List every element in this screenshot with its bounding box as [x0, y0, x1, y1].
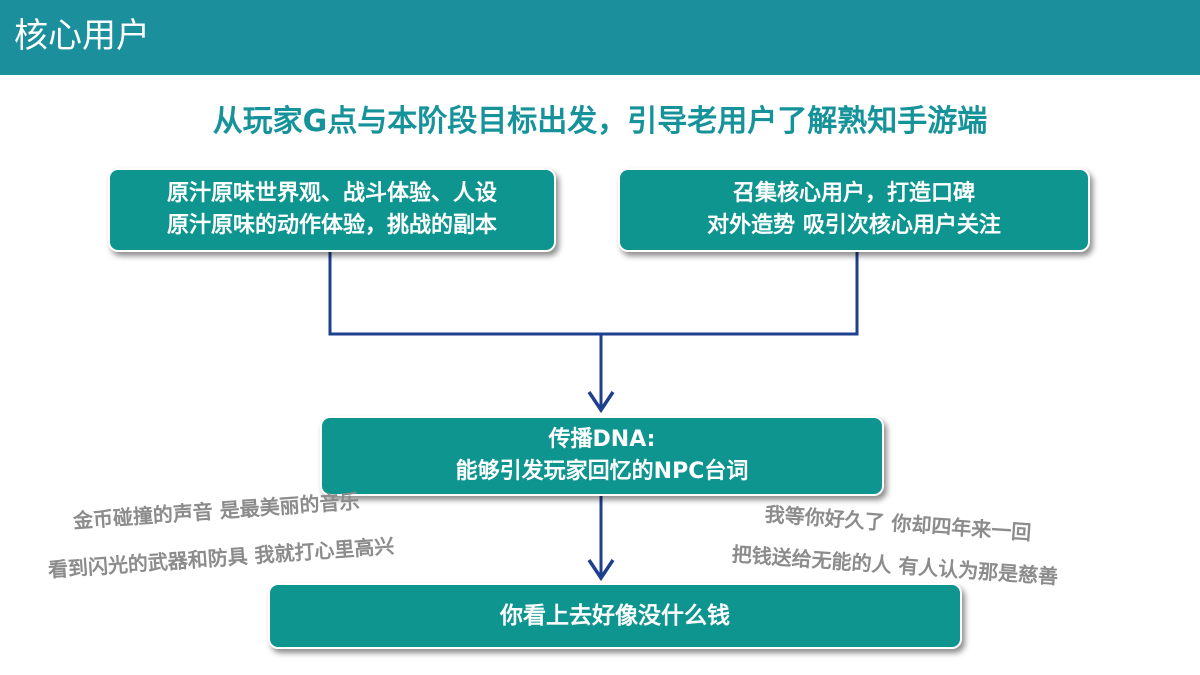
core-user-line-1: 召集核心用户，打造口碑 [732, 181, 975, 206]
npc-quote-right-1: 我等你好久了 你却四年来一回 [764, 502, 1033, 545]
page-title: 核心用户 [14, 16, 150, 56]
arrow-head-to-quote [587, 559, 615, 582]
merge-connector [328, 252, 859, 336]
dna-line-2: 能够引发玩家回忆的NPC台词 [455, 459, 749, 484]
core-user-line-2: 对外造势 吸引次核心用户关注 [707, 213, 1001, 238]
dna-line-1: 传播DNA: [548, 427, 656, 452]
npc-quote-left-1: 金币碰撞的声音 是最美丽的音乐 [72, 489, 361, 533]
core-user-box: 召集核心用户，打造口碑 对外造势 吸引次核心用户关注 [618, 168, 1090, 252]
npc-quote-left-2: 看到闪光的武器和防具 我就打心里高兴 [47, 533, 396, 582]
dna-box: 传播DNA: 能够引发玩家回忆的NPC台词 [320, 416, 884, 496]
subtitle: 从玩家G点与本阶段目标出发，引导老用户了解熟知手游端 [212, 104, 988, 139]
worldview-box: 原汁原味世界观、战斗体验、人设 原汁原味的动作体验，挑战的副本 [108, 168, 556, 252]
arrow-head-to-dna [587, 391, 615, 414]
npc-quote-right-2: 把钱送给无能的人 有人认为那是慈善 [731, 542, 1059, 589]
npc-quote-box: 你看上去好像没什么钱 [268, 583, 962, 649]
worldview-line-2: 原汁原味的动作体验，挑战的副本 [166, 213, 497, 238]
worldview-line-1: 原汁原味世界观、战斗体验、人设 [166, 181, 497, 206]
header-bar: 核心用户 [0, 0, 1200, 75]
npc-quote-line: 你看上去好像没什么钱 [500, 603, 730, 629]
